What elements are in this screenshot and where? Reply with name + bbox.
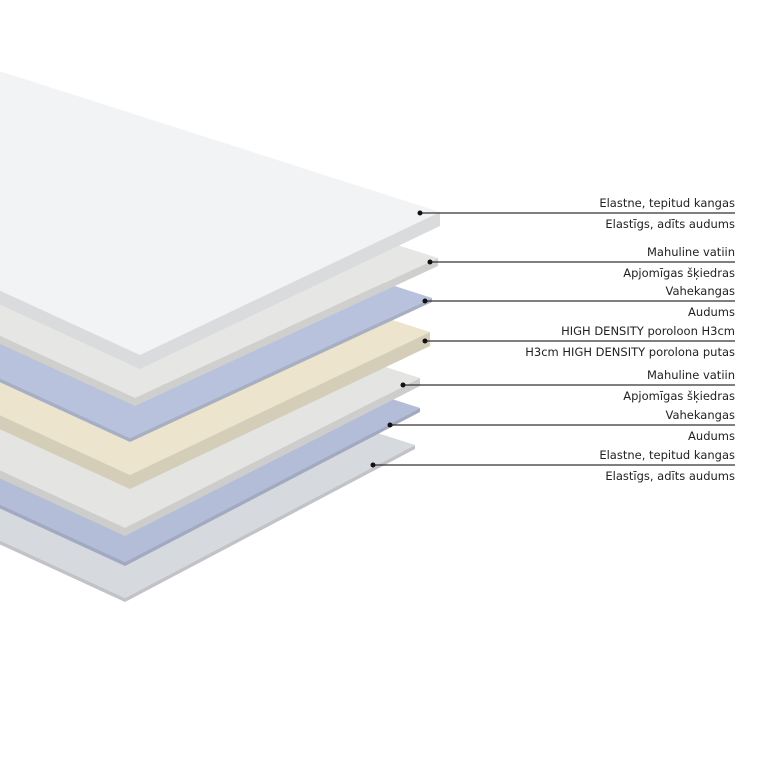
leader-dot	[387, 422, 393, 428]
layer-5-label-top: Mahuline vatiin	[647, 368, 735, 382]
leader-dot	[427, 259, 433, 265]
layer-6-label-bottom: Audums	[688, 429, 735, 443]
leader-dot	[400, 382, 406, 388]
layer-7-label-bottom: Elastīgs, adīts audums	[605, 469, 735, 483]
layer-1-surface	[0, 71, 440, 355]
layer-1-label-bottom: Elastīgs, adīts audums	[605, 217, 735, 231]
layer-4-label-bottom: H3cm HIGH DENSITY porolona putas	[525, 345, 735, 359]
layer-3-label-top: Vahekangas	[665, 284, 735, 298]
layer-2-label-top: Mahuline vatiin	[647, 245, 735, 259]
layer-2-label-bottom: Apjomīgas šķiedras	[623, 266, 735, 280]
leader-dot	[417, 210, 423, 216]
layer-5-label-bottom: Apjomīgas šķiedras	[623, 389, 735, 403]
layer-7-label-top: Elastne, tepitud kangas	[599, 448, 735, 462]
leader-dot	[422, 298, 428, 304]
layer-6-label-top: Vahekangas	[665, 408, 735, 422]
leader-dot	[370, 462, 376, 468]
layer-3-label-bottom: Audums	[688, 305, 735, 319]
leader-dot	[422, 338, 428, 344]
layer-1-label-top: Elastne, tepitud kangas	[599, 196, 735, 210]
layer-4-label-top: HIGH DENSITY poroloon H3cm	[561, 324, 735, 338]
